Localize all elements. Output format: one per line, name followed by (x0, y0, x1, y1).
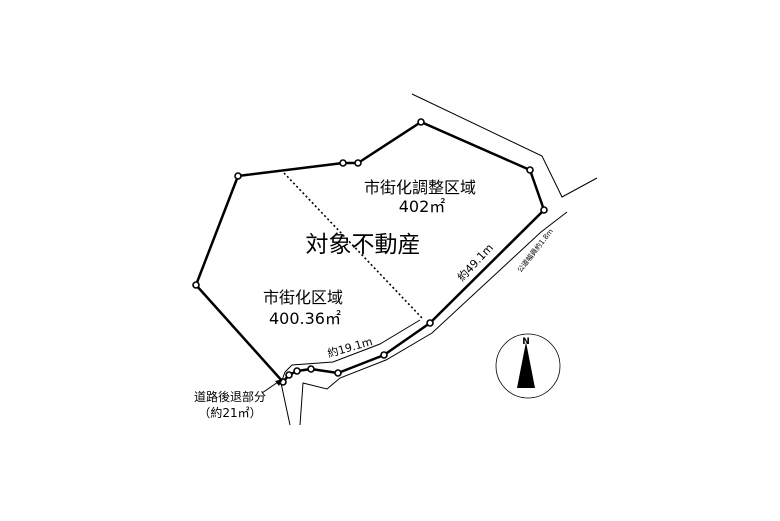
setback-size: （約21㎡） (198, 405, 261, 420)
boundary-marker (417, 118, 425, 126)
boundary-marker (526, 166, 534, 174)
north-compass-icon: N (495, 333, 561, 399)
boundary-marker (380, 351, 388, 359)
boundary-marker (540, 206, 548, 214)
road-inner-edge (280, 319, 421, 426)
setback-label: 道路後退部分 (194, 389, 266, 404)
boundary-marker (293, 367, 301, 375)
urbanization-area-label: 市街化区域 (263, 288, 343, 307)
setback-arrowhead-icon (275, 379, 283, 386)
boundary-marker (334, 369, 342, 377)
urbanization-control-area-label: 市街化調整区域 (364, 178, 476, 197)
urbanization-area-size: 400.36㎡ (269, 309, 341, 328)
boundary-marker (192, 281, 200, 289)
boundary-marker (354, 159, 362, 167)
zoning-boundary-line (283, 172, 423, 319)
boundary-marker (285, 371, 293, 379)
boundary-marker (339, 159, 347, 167)
upper-road-edge (411, 93, 598, 198)
subject-property-label: 対象不動産 (306, 232, 421, 258)
compass-north-label: N (522, 337, 530, 347)
boundary-marker (307, 365, 315, 373)
road-outer-edge (299, 211, 568, 426)
boundary-marker (234, 172, 242, 180)
urbanization-control-area-size: 402㎡ (399, 197, 446, 216)
boundary-marker (426, 319, 434, 327)
frontage-short-label: 約19.1m (326, 334, 374, 360)
boundary-markers (192, 118, 548, 386)
